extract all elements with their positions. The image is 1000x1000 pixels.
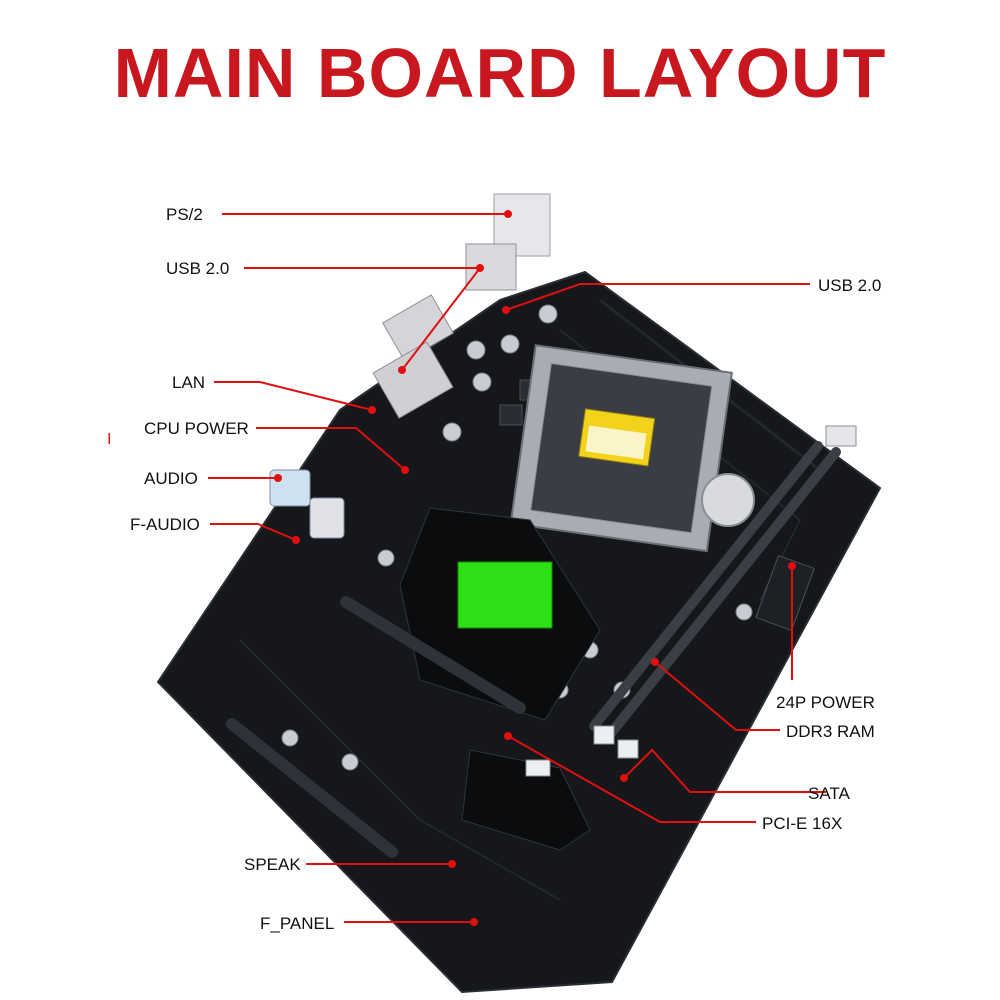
label-cpu-power: CPU POWER xyxy=(144,419,249,438)
atx-24p-connector xyxy=(755,554,815,632)
capacitor xyxy=(281,729,299,747)
cpu-socket xyxy=(509,344,733,553)
audio-jacks-2 xyxy=(309,497,345,539)
leader-ddr3-ram xyxy=(654,661,780,731)
label-24p-power: 24P POWER xyxy=(776,693,875,712)
leader-lan xyxy=(214,381,373,411)
leader-pcie-16x xyxy=(507,735,756,823)
leader-lines xyxy=(208,210,826,926)
leader-usb-right xyxy=(505,283,810,311)
capacitor xyxy=(466,340,486,360)
label-usb-left: USB 2.0 xyxy=(166,259,229,278)
leader-dot-pcie-16x xyxy=(504,732,512,740)
label-audio: AUDIO xyxy=(144,469,198,488)
leader-dot-sata xyxy=(620,774,628,782)
capacitor xyxy=(500,334,520,354)
leader-dot-speak xyxy=(448,860,456,868)
label-f-panel: F_PANEL xyxy=(260,914,334,933)
leader-dot-24p-power xyxy=(788,562,796,570)
leader-dot-usb-left-b xyxy=(398,366,406,374)
leader-f-audio xyxy=(210,523,297,541)
label-sata: SATA xyxy=(808,784,851,803)
leader-dot-usb-left-a xyxy=(476,264,484,272)
callout-labels: PS/2 USB 2.0 USB 2.0 LAN CPU POWER AUDIO… xyxy=(130,205,881,933)
leader-dot-ps2 xyxy=(504,210,512,218)
cmos-battery xyxy=(701,473,755,527)
leader-dot-f-audio xyxy=(292,536,300,544)
ram-slot-latch xyxy=(825,425,857,447)
lan-port xyxy=(372,341,454,419)
capacitor xyxy=(472,372,492,392)
leader-dot-cpu-power xyxy=(401,466,409,474)
leader-dot-f-panel xyxy=(470,918,478,926)
ddr3-slots xyxy=(589,441,841,737)
capacitor xyxy=(377,549,395,567)
label-usb-right: USB 2.0 xyxy=(818,276,881,295)
capacitor xyxy=(442,422,462,442)
capacitor xyxy=(538,304,558,324)
leader-dot-ddr3-ram xyxy=(651,658,659,666)
page-title: MAIN BOARD LAYOUT xyxy=(113,34,887,112)
label-pcie-16x: PCI-E 16X xyxy=(762,814,842,833)
capacitor xyxy=(735,603,753,621)
leader-dot-lan xyxy=(368,406,376,414)
pcie-slots xyxy=(226,596,526,858)
leader-sata xyxy=(623,748,826,793)
label-ddr3-ram: DDR3 RAM xyxy=(786,722,875,741)
chipset-brand-label xyxy=(457,561,553,629)
label-lan: LAN xyxy=(172,373,205,392)
label-speak: SPEAK xyxy=(244,855,301,874)
label-ps2: PS/2 xyxy=(166,205,203,224)
leader-dot-usb-right xyxy=(502,306,510,314)
capacitor xyxy=(341,753,359,771)
leader-dot-audio xyxy=(274,474,282,482)
label-f-audio: F-AUDIO xyxy=(130,515,200,534)
sata-ports xyxy=(525,725,639,777)
leader-usb-left-branch xyxy=(401,267,481,371)
motherboard xyxy=(156,193,882,994)
left-tick-mark: I xyxy=(107,431,111,448)
leader-cpu-power xyxy=(256,427,406,471)
